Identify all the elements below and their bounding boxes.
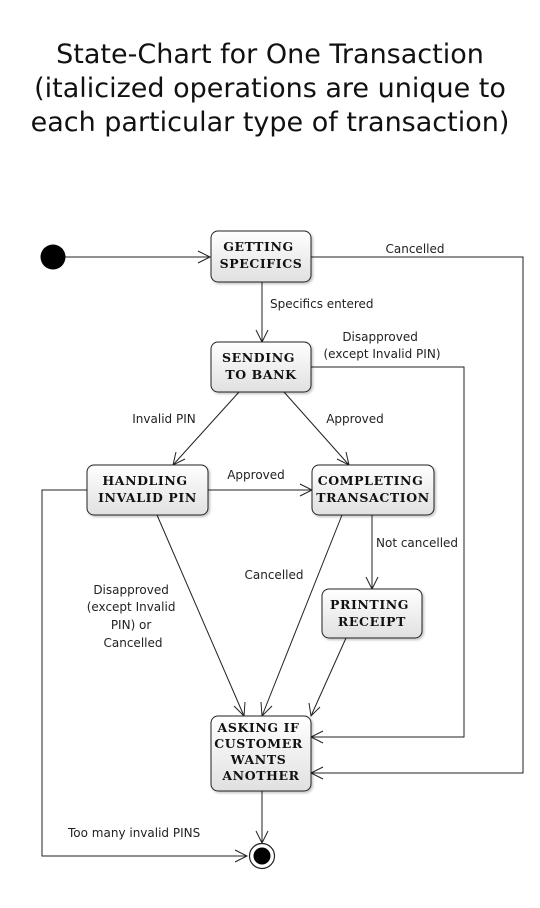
svg-text:HANDLING INVALID PIN: HANDLING INVALID PIN [98, 473, 197, 505]
state-label-line: SENDING [222, 350, 295, 365]
state-label-line: HANDLING [102, 473, 187, 488]
edge-completing-to-asking [261, 514, 343, 717]
svg-text:COMPLETING TRANSACTION: COMPLETING TRANSACTION [316, 473, 430, 505]
edge-handling-to-final [41, 489, 247, 857]
svg-text:ASKING IF CUSTOMER: ASKING IF CUSTOMER WANTS ANOTHER [214, 720, 308, 783]
state-label-line: ASKING IF [217, 720, 300, 735]
state-label-line: RECEIPT [338, 614, 406, 629]
edge-sending-to-handling [172, 391, 240, 466]
svg-text:SENDING TO BANK: SENDING TO BANK [222, 350, 300, 382]
edge-label-cancelled-top: Cancelled [386, 242, 445, 256]
initial-state-node [40, 244, 66, 270]
edge-label-disapproved-sending: Disapproved (except Invalid PIN) [324, 330, 441, 361]
arrowhead [308, 702, 321, 718]
edge-printing-to-asking [310, 637, 347, 717]
edge-label-not-cancelled: Not cancelled [376, 536, 458, 550]
state-label-line: SPECIFICS [220, 256, 303, 271]
edge-label-invalid-pin: Invalid PIN [132, 412, 195, 426]
edge-label-specifics-entered: Specifics entered [270, 297, 374, 311]
state-label-line: GETTING [223, 239, 294, 254]
edge-getting-cancelled [311, 256, 524, 774]
arrowhead [197, 250, 212, 264]
state-label-line: TRANSACTION [316, 490, 430, 505]
state-label-line: TO BANK [225, 367, 297, 382]
state-label-line: CUSTOMER [214, 736, 303, 751]
edge-label-approved-handling: Approved [227, 468, 285, 482]
state-label-line: WANTS [230, 752, 287, 767]
edge-label-approved-sending: Approved [326, 412, 384, 426]
edge-label-too-many-pins: Too many invalid PINS [67, 826, 200, 840]
final-state-node [248, 842, 276, 870]
edge-handling-to-asking [156, 514, 245, 717]
edge-label-cancelled-completing: Cancelled [245, 568, 304, 582]
state-asking-customer-wants-another: ASKING IF CUSTOMER WANTS ANOTHER [210, 715, 312, 792]
arrowhead [234, 849, 249, 863]
state-label-line: COMPLETING [318, 473, 424, 488]
state-completing-transaction: COMPLETING TRANSACTION [311, 464, 435, 516]
state-sending-to-bank: SENDING TO BANK [210, 341, 312, 393]
state-label-line: ANOTHER [221, 768, 299, 783]
svg-text:PRINTING RECEIPT: PRINTING RECEIPT [330, 597, 414, 629]
state-printing-receipt: PRINTING RECEIPT [321, 588, 423, 639]
diagram-title: State-Chart for One Transaction (italici… [30, 39, 510, 138]
edge-label-disapproved-handling: Disapproved (except Invalid PIN) or Canc… [87, 583, 180, 650]
state-label-line: INVALID PIN [98, 490, 197, 505]
svg-text:GETTING SPECIFICS: GETTING SPECIFICS [220, 239, 303, 271]
edge-sending-disapproved [311, 366, 465, 738]
state-handling-invalid-pin: HANDLING INVALID PIN [86, 464, 209, 516]
state-getting-specifics: GETTING SPECIFICS [210, 230, 312, 283]
edge-sending-to-completing [283, 391, 350, 466]
state-label-line: PRINTING [330, 597, 409, 612]
